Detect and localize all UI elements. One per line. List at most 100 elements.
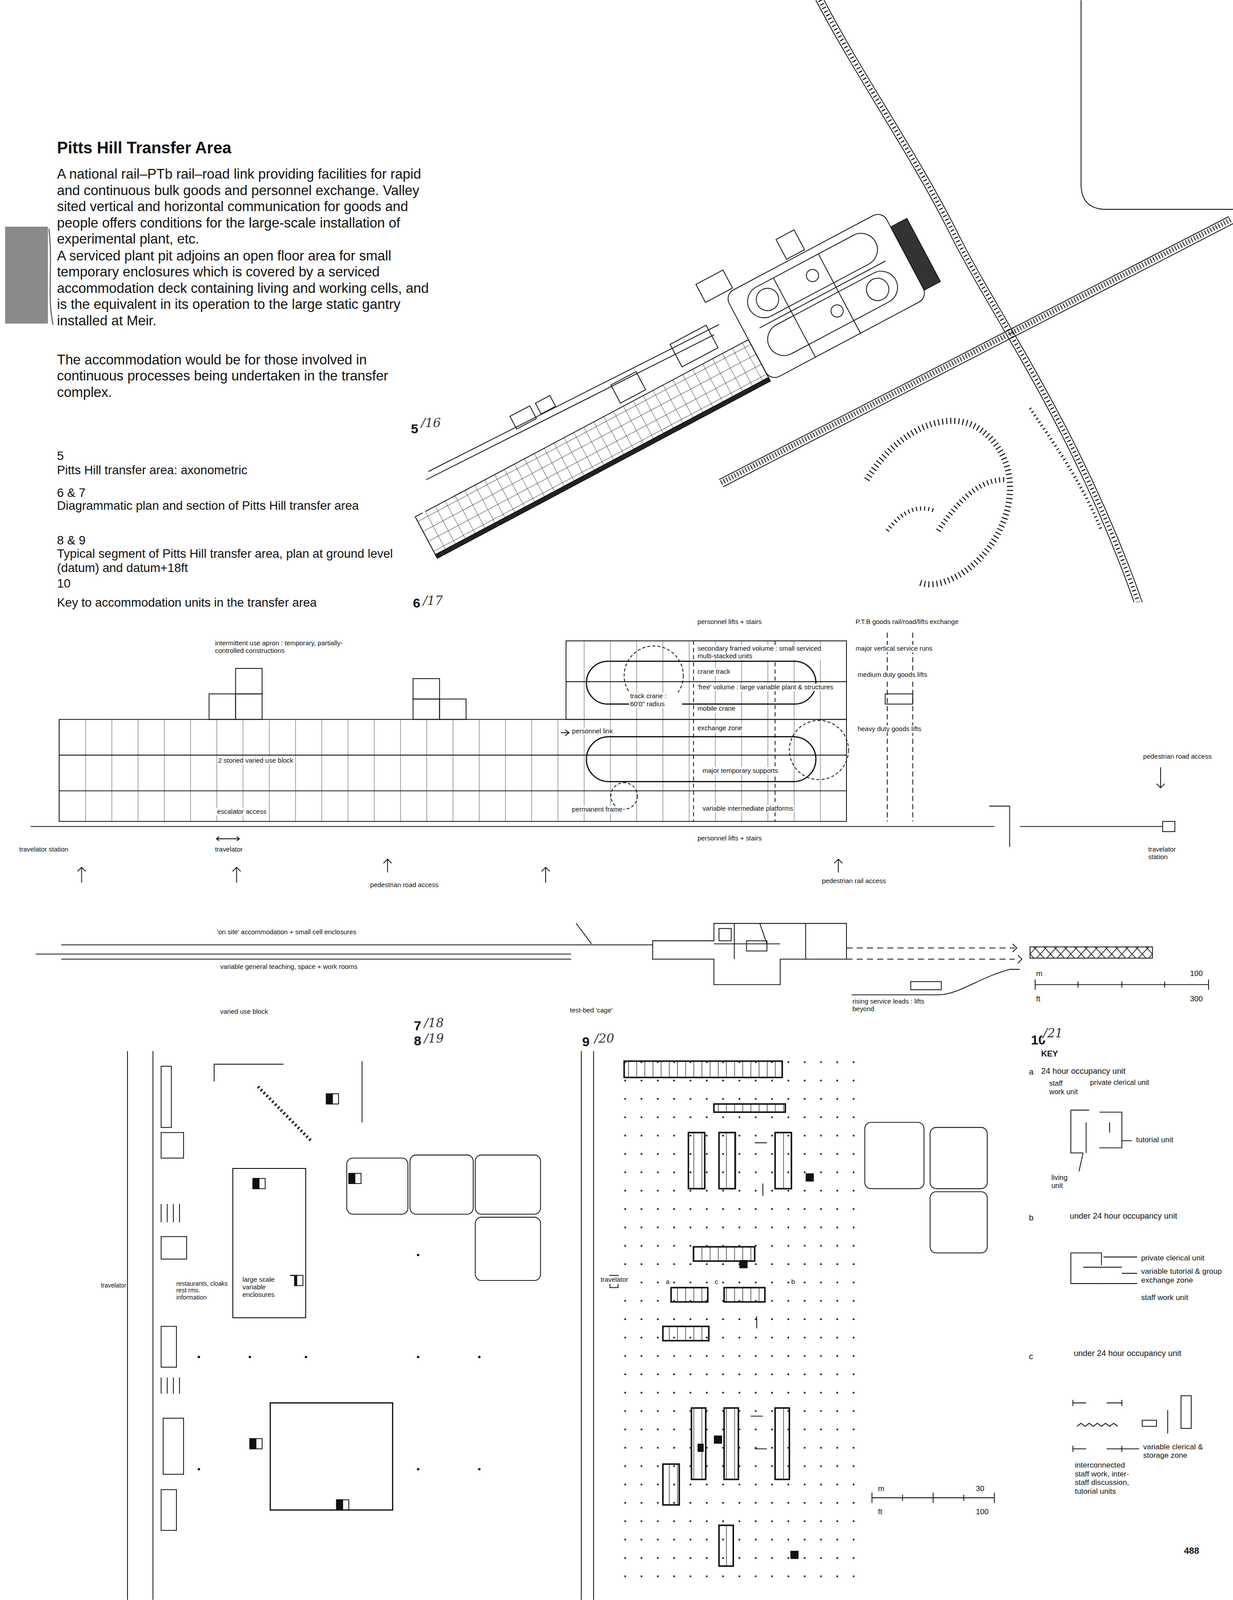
drawing-rect (413, 678, 440, 699)
drawing-path (1081, 0, 1233, 210)
drawing-path (214, 1061, 363, 1123)
drawing-rect (670, 325, 719, 368)
key-label: interconnected staff work, inter-staff d… (1073, 1460, 1135, 1496)
plan-label: travelator station (1147, 845, 1190, 861)
caption-number: 8 & 9 (55, 533, 87, 548)
drawing-rect (348, 1173, 356, 1184)
key-label: under 24 hour occupancy unit (1068, 1210, 1178, 1221)
drawing-rect (161, 1132, 184, 1158)
drawing-rect (714, 1103, 786, 1112)
drawing-rect (566, 640, 847, 720)
key-heading: KEY (1040, 1048, 1059, 1058)
drawing-circle (416, 1253, 420, 1257)
scale-text: ft (877, 1507, 884, 1517)
drawing-rect (252, 1178, 266, 1189)
drawing-rect (249, 1438, 256, 1449)
drawing-circle (610, 782, 638, 810)
drawing-path (216, 836, 240, 841)
drawing-rect (415, 339, 769, 555)
figure-number: 9 (581, 1033, 591, 1050)
handwritten-number: /18 (423, 1015, 445, 1030)
plan-label: crane track (696, 667, 732, 676)
key-label: staff work unit (1048, 1078, 1079, 1096)
drawing-circle (304, 1355, 308, 1358)
drawing-rect (688, 1132, 705, 1189)
plan-label: travelator station (18, 845, 69, 854)
drawing-g (30, 0, 1233, 1600)
drawing-rect (662, 1325, 709, 1341)
key-label: under 24 hour occupancy unit (1073, 1348, 1183, 1358)
plan-label: pedestrian rail access (821, 877, 887, 885)
key-letter: b (1028, 1212, 1035, 1222)
drawing-rect (1162, 821, 1176, 832)
drawing-rect (326, 1093, 339, 1104)
key-label: tutorial unit (1135, 1135, 1175, 1145)
drawing-rect (326, 1093, 333, 1104)
drawing-circle (416, 1355, 420, 1358)
drawing-path (30, 806, 1163, 847)
drawing-rect (910, 981, 942, 990)
drawing-path (1121, 1448, 1140, 1449)
drawing-rect (1029, 946, 1153, 958)
drawing-path (1156, 767, 1165, 788)
drawing-circle (789, 720, 849, 780)
figure-number: 6 (411, 595, 422, 611)
drawing-path (566, 681, 847, 683)
key-label: variable clerical & storage zone (1142, 1442, 1226, 1461)
drawing-path (161, 1203, 180, 1222)
plan-label: personnel lifts + stairs (696, 834, 763, 842)
drawing-rect (252, 1178, 260, 1189)
drawing-rect (617, 1055, 867, 1587)
scale-text: 300 (1189, 994, 1204, 1004)
drawing-path (127, 1050, 594, 1600)
plan-label: mobile crane (696, 704, 737, 713)
drawing-path (824, 0, 1143, 602)
drawing-rect (718, 1524, 734, 1566)
caption-number: 10 (55, 576, 72, 591)
body-text: A serviced plant pit adjoins an open flo… (55, 247, 435, 330)
drawing-path (750, 1142, 767, 1449)
drawing-rect (697, 1443, 704, 1452)
drawing-rect (739, 1259, 748, 1268)
drawing-rect (774, 1132, 792, 1189)
drawing-rect (475, 1217, 541, 1281)
drawing-rect (348, 1173, 362, 1184)
drawing-g (624, 1061, 792, 1566)
drawing-path (1070, 1252, 1138, 1284)
drawing-path (815, 0, 1134, 602)
drawing-path (1070, 1109, 1122, 1153)
plan-label: a (665, 1277, 671, 1286)
drawing-rect (691, 1407, 706, 1480)
drawing-path (560, 729, 569, 736)
figure-number: 5 (410, 421, 420, 437)
drawing-rect (805, 1173, 814, 1182)
key-letter: a (1028, 1066, 1035, 1077)
plan-label: c (714, 1277, 719, 1286)
body-text: A national rail–PTb rail–road link provi… (55, 166, 435, 248)
scale-text: 100 (1189, 969, 1204, 978)
handwritten-number: /19 (423, 1031, 445, 1046)
drawing-path (721, 219, 1232, 483)
drawing-rect (535, 395, 556, 415)
caption-text: Key to accommodation units in the transf… (55, 595, 318, 610)
key-label: variable tutorial & group exchange zone (1140, 1266, 1224, 1285)
drawing-rect (59, 719, 847, 822)
caption-text: Diagrammatic plan and section of Pitts H… (55, 498, 425, 513)
plan-label: variable intermediate platforms (701, 804, 795, 813)
drawing-rect (4, 226, 48, 324)
drawing-path (851, 969, 1021, 995)
drawing-rect (235, 693, 263, 719)
drawing-rect (249, 1438, 263, 1449)
plan-label: permanent frame (570, 805, 624, 814)
plan-label: exchange zone (696, 724, 744, 732)
plan-label: major vertical service runs (854, 644, 934, 653)
drawing-path (1073, 1445, 1122, 1452)
drawing-path (693, 640, 776, 822)
plan-label: b (790, 1277, 796, 1286)
drawing-rect (724, 1287, 766, 1302)
drawing-path (59, 754, 847, 791)
drawing-rect (890, 218, 941, 290)
figure-number: 7 (413, 1017, 423, 1034)
drawing-circle (478, 1467, 481, 1471)
drawing-rect (435, 377, 771, 559)
